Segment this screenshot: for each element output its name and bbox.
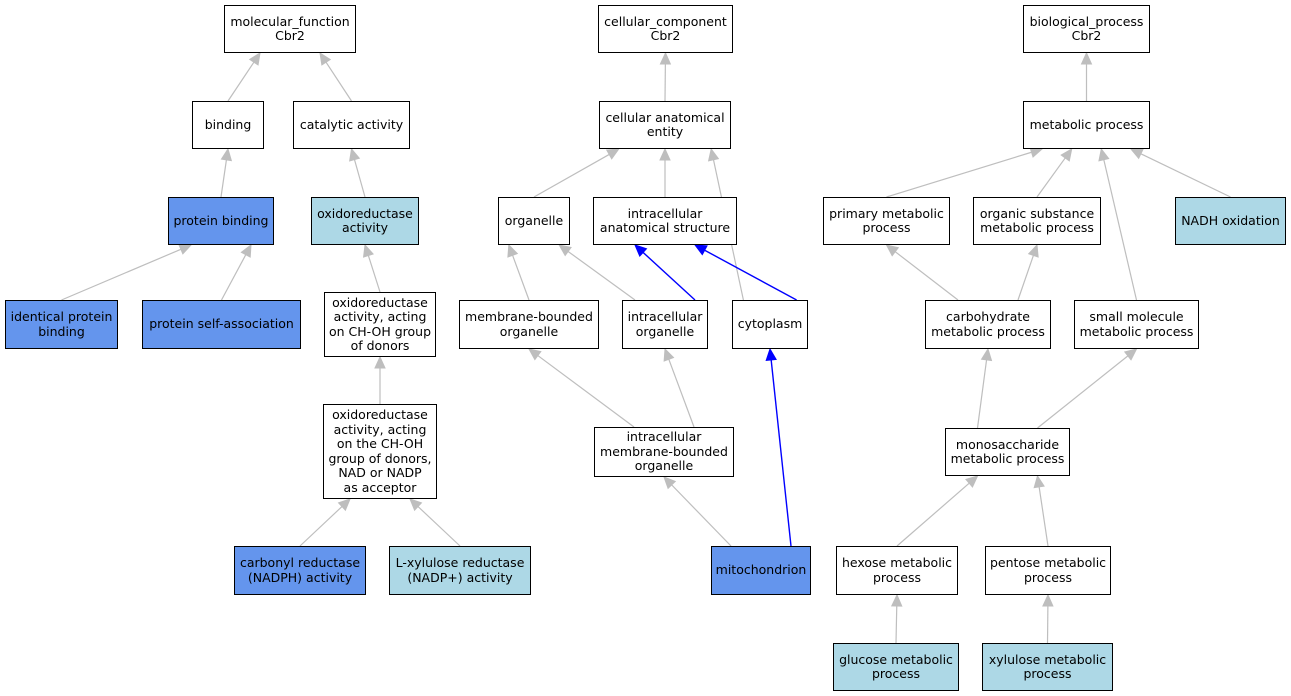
edge-catalytic-to-mf_root [325,61,353,102]
arrowhead-identical_protein-to-protein_binding [178,244,193,255]
edge-protein_binding-to-binding [220,159,228,198]
arrowhead-oxred_nad-to-oxred_choh [374,355,386,369]
node-carbohydrate-metabolic-process[interactable]: carbohydrate metabolic process [925,300,1051,349]
edge-self_assoc-to-protein_binding [220,254,247,301]
edge-imbo-to-mbo [537,355,635,428]
arrowhead-imbo-to-io [663,347,675,362]
arrowhead-xylulose_red-to-oxred_nad [409,498,423,512]
edge-io-to-ias [642,251,696,301]
node-intracellular-membrane-bounded-organelle[interactable]: intracellular membrane-bounded organelle [594,427,734,477]
edge-carb-to-organic [1017,255,1034,301]
node-organelle[interactable]: organelle [498,197,570,245]
node-intracellular-organelle[interactable]: intracellular organelle [622,300,708,349]
arrowhead-mito-to-imbo [663,476,677,490]
arrowhead-binding-to-mf_root [248,51,261,66]
node-metabolic-process[interactable]: metabolic process [1023,101,1150,149]
edge-mono-to-small [1037,355,1129,429]
node-pentose-metabolic-process[interactable]: pentose metabolic process [985,546,1111,595]
arrowhead-cae-to-cc_root [659,51,672,65]
edge-mito-to-imbo [671,484,732,547]
edge-mbo-to-organelle [512,255,530,301]
arrowhead-carb-to-primary [885,244,900,257]
node-protein-self-association[interactable]: protein self-association [142,300,301,349]
arrowhead-ias-to-cae [659,147,671,161]
arrowhead-mbo-to-organelle [507,243,519,258]
arrowhead-nadh-to-metab [1129,148,1144,160]
node-intracellular-anatomical-structure[interactable]: intracellular anatomical structure [593,197,737,245]
node-organic-substance-metabolic-process[interactable]: organic substance metabolic process [973,197,1101,245]
arrowhead-io-to-organelle [558,244,572,257]
node-molecular-function-root[interactable]: molecular_function Cbr2 [224,5,356,53]
node-protein-binding[interactable]: protein binding [168,197,274,245]
arrowhead-catalytic-to-mf_root [319,51,332,66]
node-cellular-component-root[interactable]: cellular_component Cbr2 [598,5,733,53]
arrowhead-mito-to-cytoplasm [765,347,777,362]
edge-glucose-to-hexose [895,605,898,644]
edge-organic-to-metab [1036,157,1066,198]
arrowhead-glucose-to-hexose [890,593,903,607]
node-cytoplasm[interactable]: cytoplasm [732,300,808,349]
arrowhead-io-to-ias [634,244,648,258]
node-nadh-oxidation[interactable]: NADH oxidation [1175,197,1286,245]
node-binding[interactable]: binding [192,101,264,149]
edge-io-to-organelle [567,250,636,301]
arrowhead-oxidoreductase-to-catalytic [349,147,361,162]
node-identical-protein-binding[interactable]: identical protein binding [5,300,118,349]
arrowhead-metab-to-bp_root [1080,51,1093,65]
arrowhead-pentose-to-mono [1033,474,1045,489]
edge-binding-to-mf_root [227,61,255,102]
node-l-xylulose-reductase[interactable]: L-xylulose reductase (NADP+) activity [389,546,531,595]
edge-hexose-to-mono [896,482,970,547]
edge-carbonyl-to-oxred_nad [299,506,343,547]
edge-identical_protein-to-protein_binding [61,248,182,301]
edge-pentose-to-mono [1038,486,1049,547]
arrowhead-hexose-to-mono [965,475,979,488]
arrowhead-mono-to-carb [980,347,993,362]
edge-organelle-to-cae [533,153,610,198]
node-glucose-metabolic-process[interactable]: glucose metabolic process [833,643,959,691]
arrowhead-organelle-to-cae [605,148,620,160]
node-cellular-anatomical-entity[interactable]: cellular anatomical entity [599,101,731,149]
arrowhead-oxred_choh-to-oxidoreductase [362,243,374,258]
node-monosaccharide-metabolic-process[interactable]: monosaccharide metabolic process [945,428,1070,476]
node-membrane-bounded-organelle[interactable]: membrane-bounded organelle [459,300,599,349]
edge-carb-to-primary [894,251,959,301]
node-oxidoreductase-nad-nadp[interactable]: oxidoreductase activity, acting on the C… [323,404,437,499]
arrowhead-cytoplasm-to-ias [693,244,708,256]
arrowhead-xylulose_mp-to-pentose [1042,593,1054,607]
node-carbonyl-reductase[interactable]: carbonyl reductase (NADPH) activity [234,546,366,595]
node-catalytic-activity[interactable]: catalytic activity [293,101,410,149]
node-hexose-metabolic-process[interactable]: hexose metabolic process [836,546,958,595]
node-oxidoreductase-activity[interactable]: oxidoreductase activity [311,197,419,245]
edge-primary-to-metab [886,151,1032,198]
node-biological-process-root[interactable]: biological_process Cbr2 [1023,5,1150,53]
edge-imbo-to-io [668,359,695,428]
edge-oxred_choh-to-oxidoreductase [367,255,381,293]
arrowhead-self_assoc-to-protein_binding [240,243,252,258]
node-oxidoreductase-choh[interactable]: oxidoreductase activity, acting on CH-OH… [324,292,436,357]
arrowhead-carb-to-organic [1027,243,1039,258]
edge-oxidoreductase-to-catalytic [353,159,366,198]
arrowhead-mono-to-small [1123,348,1138,361]
node-small-molecule-metabolic-process[interactable]: small molecule metabolic process [1074,300,1199,349]
arrowhead-cytoplasm-to-cae [707,147,720,162]
arrowhead-carbonyl-to-oxred_nad [337,498,351,512]
edge-mono-to-carb [976,359,988,429]
edge-cytoplasm-to-ias [704,249,797,301]
arrowhead-organic-to-metab [1060,148,1073,162]
arrowhead-protein_binding-to-binding [220,147,233,162]
arrowhead-imbo-to-mbo [528,348,542,361]
edge-xylulose_red-to-oxred_nad [417,506,461,547]
edge-mito-to-cytoplasm [770,359,792,547]
edge-nadh-to-metab [1140,153,1231,198]
node-mitochondrion[interactable]: mitochondrion [711,546,811,595]
arrowhead-small-to-metab [1098,147,1110,162]
node-primary-metabolic-process[interactable]: primary metabolic process [823,197,950,245]
node-xylulose-metabolic-process[interactable]: xylulose metabolic process [982,643,1113,691]
edge-small-to-metab [1103,159,1138,301]
